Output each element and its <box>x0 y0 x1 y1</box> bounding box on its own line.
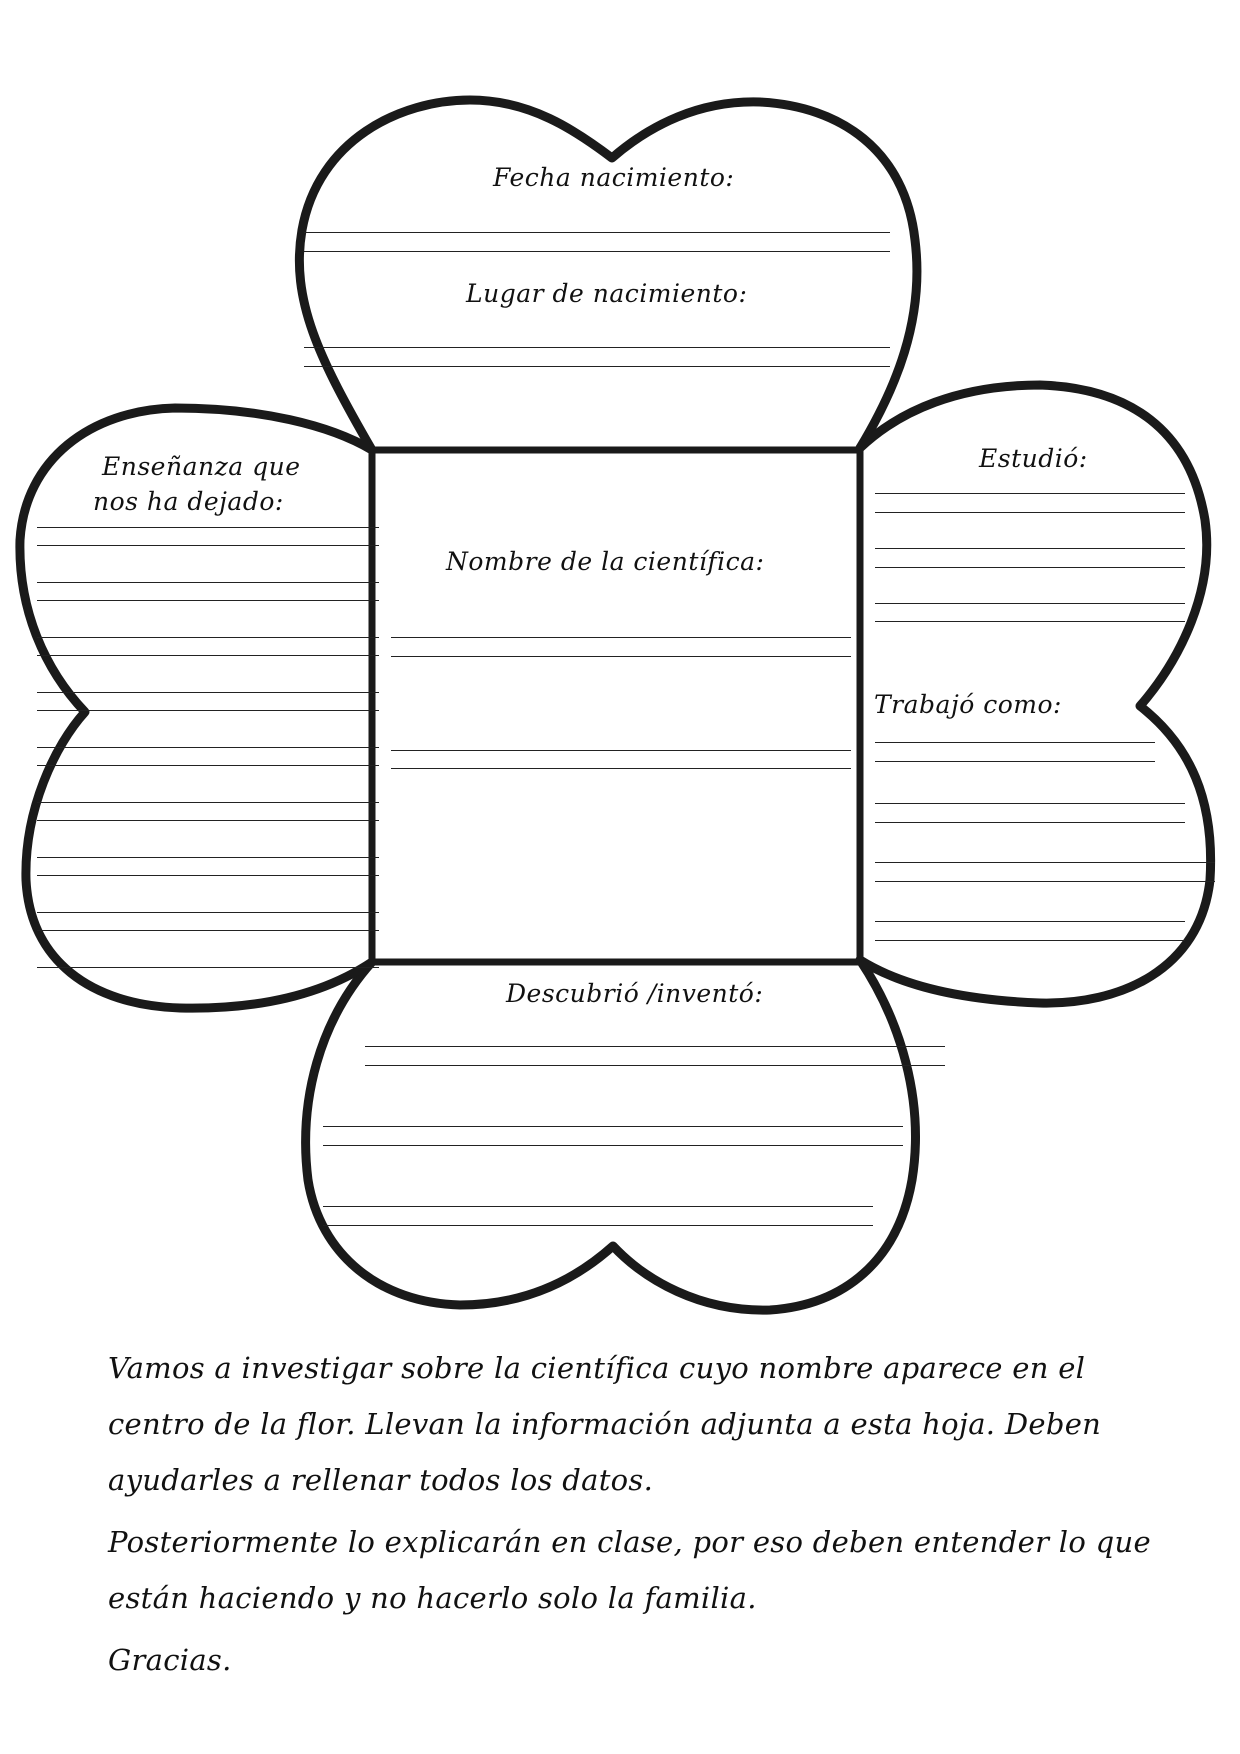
top-petal-outline <box>294 95 922 455</box>
worked-as-line[interactable] <box>875 881 1215 882</box>
scientist-name-line[interactable] <box>391 750 851 751</box>
studied-line[interactable] <box>875 512 1185 513</box>
discovered-invented-label: Descubrió /inventó: <box>506 979 764 1008</box>
worked-as-line[interactable] <box>875 940 1185 941</box>
worked-as-line[interactable] <box>875 761 1155 762</box>
worked-as-line[interactable] <box>875 822 1185 823</box>
scientist-name-line[interactable] <box>391 656 851 657</box>
studied-label: Estudió: <box>979 444 1088 473</box>
legacy-line[interactable] <box>37 857 379 858</box>
birth-place-label: Lugar de nacimiento: <box>466 279 748 308</box>
legacy-line[interactable] <box>37 545 379 546</box>
legacy-line[interactable] <box>37 967 379 968</box>
worked-as-line[interactable] <box>875 921 1185 922</box>
note-paragraph-2: Posteriormente lo explicarán en clase, p… <box>108 1525 1151 1615</box>
legacy-line[interactable] <box>37 637 379 638</box>
note-closing: Gracias. <box>108 1643 232 1677</box>
legacy-line[interactable] <box>37 875 379 876</box>
birth-place-line[interactable] <box>304 366 890 367</box>
birth-date-label: Fecha nacimiento: <box>493 163 735 192</box>
discovered-line[interactable] <box>365 1065 945 1066</box>
birth-place-line[interactable] <box>304 347 890 348</box>
discovered-line[interactable] <box>365 1046 945 1047</box>
studied-line[interactable] <box>875 548 1185 549</box>
legacy-label-line2: nos ha dejado: <box>93 487 284 516</box>
discovered-line[interactable] <box>323 1145 903 1146</box>
legacy-line[interactable] <box>37 930 379 931</box>
scientist-name-line[interactable] <box>391 637 851 638</box>
discovered-line[interactable] <box>323 1126 903 1127</box>
studied-line[interactable] <box>875 603 1185 604</box>
birth-date-line[interactable] <box>304 232 890 233</box>
discovered-line[interactable] <box>323 1225 873 1226</box>
legacy-line[interactable] <box>37 765 379 766</box>
worked-as-line[interactable] <box>875 742 1155 743</box>
birth-date-line[interactable] <box>304 251 890 252</box>
legacy-line[interactable] <box>37 600 379 601</box>
legacy-line[interactable] <box>37 692 379 693</box>
legacy-line[interactable] <box>37 802 379 803</box>
bottom-petal-outline <box>301 955 920 1315</box>
worked-as-line[interactable] <box>875 803 1185 804</box>
center-square-outline <box>368 446 864 966</box>
legacy-line[interactable] <box>37 912 379 913</box>
worked-as-label: Trabajó como: <box>874 690 1062 719</box>
legacy-line[interactable] <box>37 655 379 656</box>
studied-line[interactable] <box>875 493 1185 494</box>
legacy-line[interactable] <box>37 820 379 821</box>
legacy-label-line1: Enseñanza que <box>102 452 301 481</box>
studied-line[interactable] <box>875 621 1185 622</box>
worked-as-line[interactable] <box>875 862 1215 863</box>
family-note: Vamos a investigar sobre la científica c… <box>108 1340 1168 1688</box>
legacy-line[interactable] <box>37 527 379 528</box>
right-petal-outline <box>855 380 1216 1008</box>
legacy-line[interactable] <box>37 747 379 748</box>
left-petal-outline <box>15 403 377 1013</box>
note-paragraph-1: Vamos a investigar sobre la científica c… <box>108 1351 1102 1497</box>
legacy-line[interactable] <box>37 582 379 583</box>
discovered-line[interactable] <box>323 1206 873 1207</box>
scientist-name-line[interactable] <box>391 768 851 769</box>
studied-line[interactable] <box>875 567 1185 568</box>
legacy-line[interactable] <box>37 710 379 711</box>
scientist-name-label: Nombre de la científica: <box>446 547 765 576</box>
